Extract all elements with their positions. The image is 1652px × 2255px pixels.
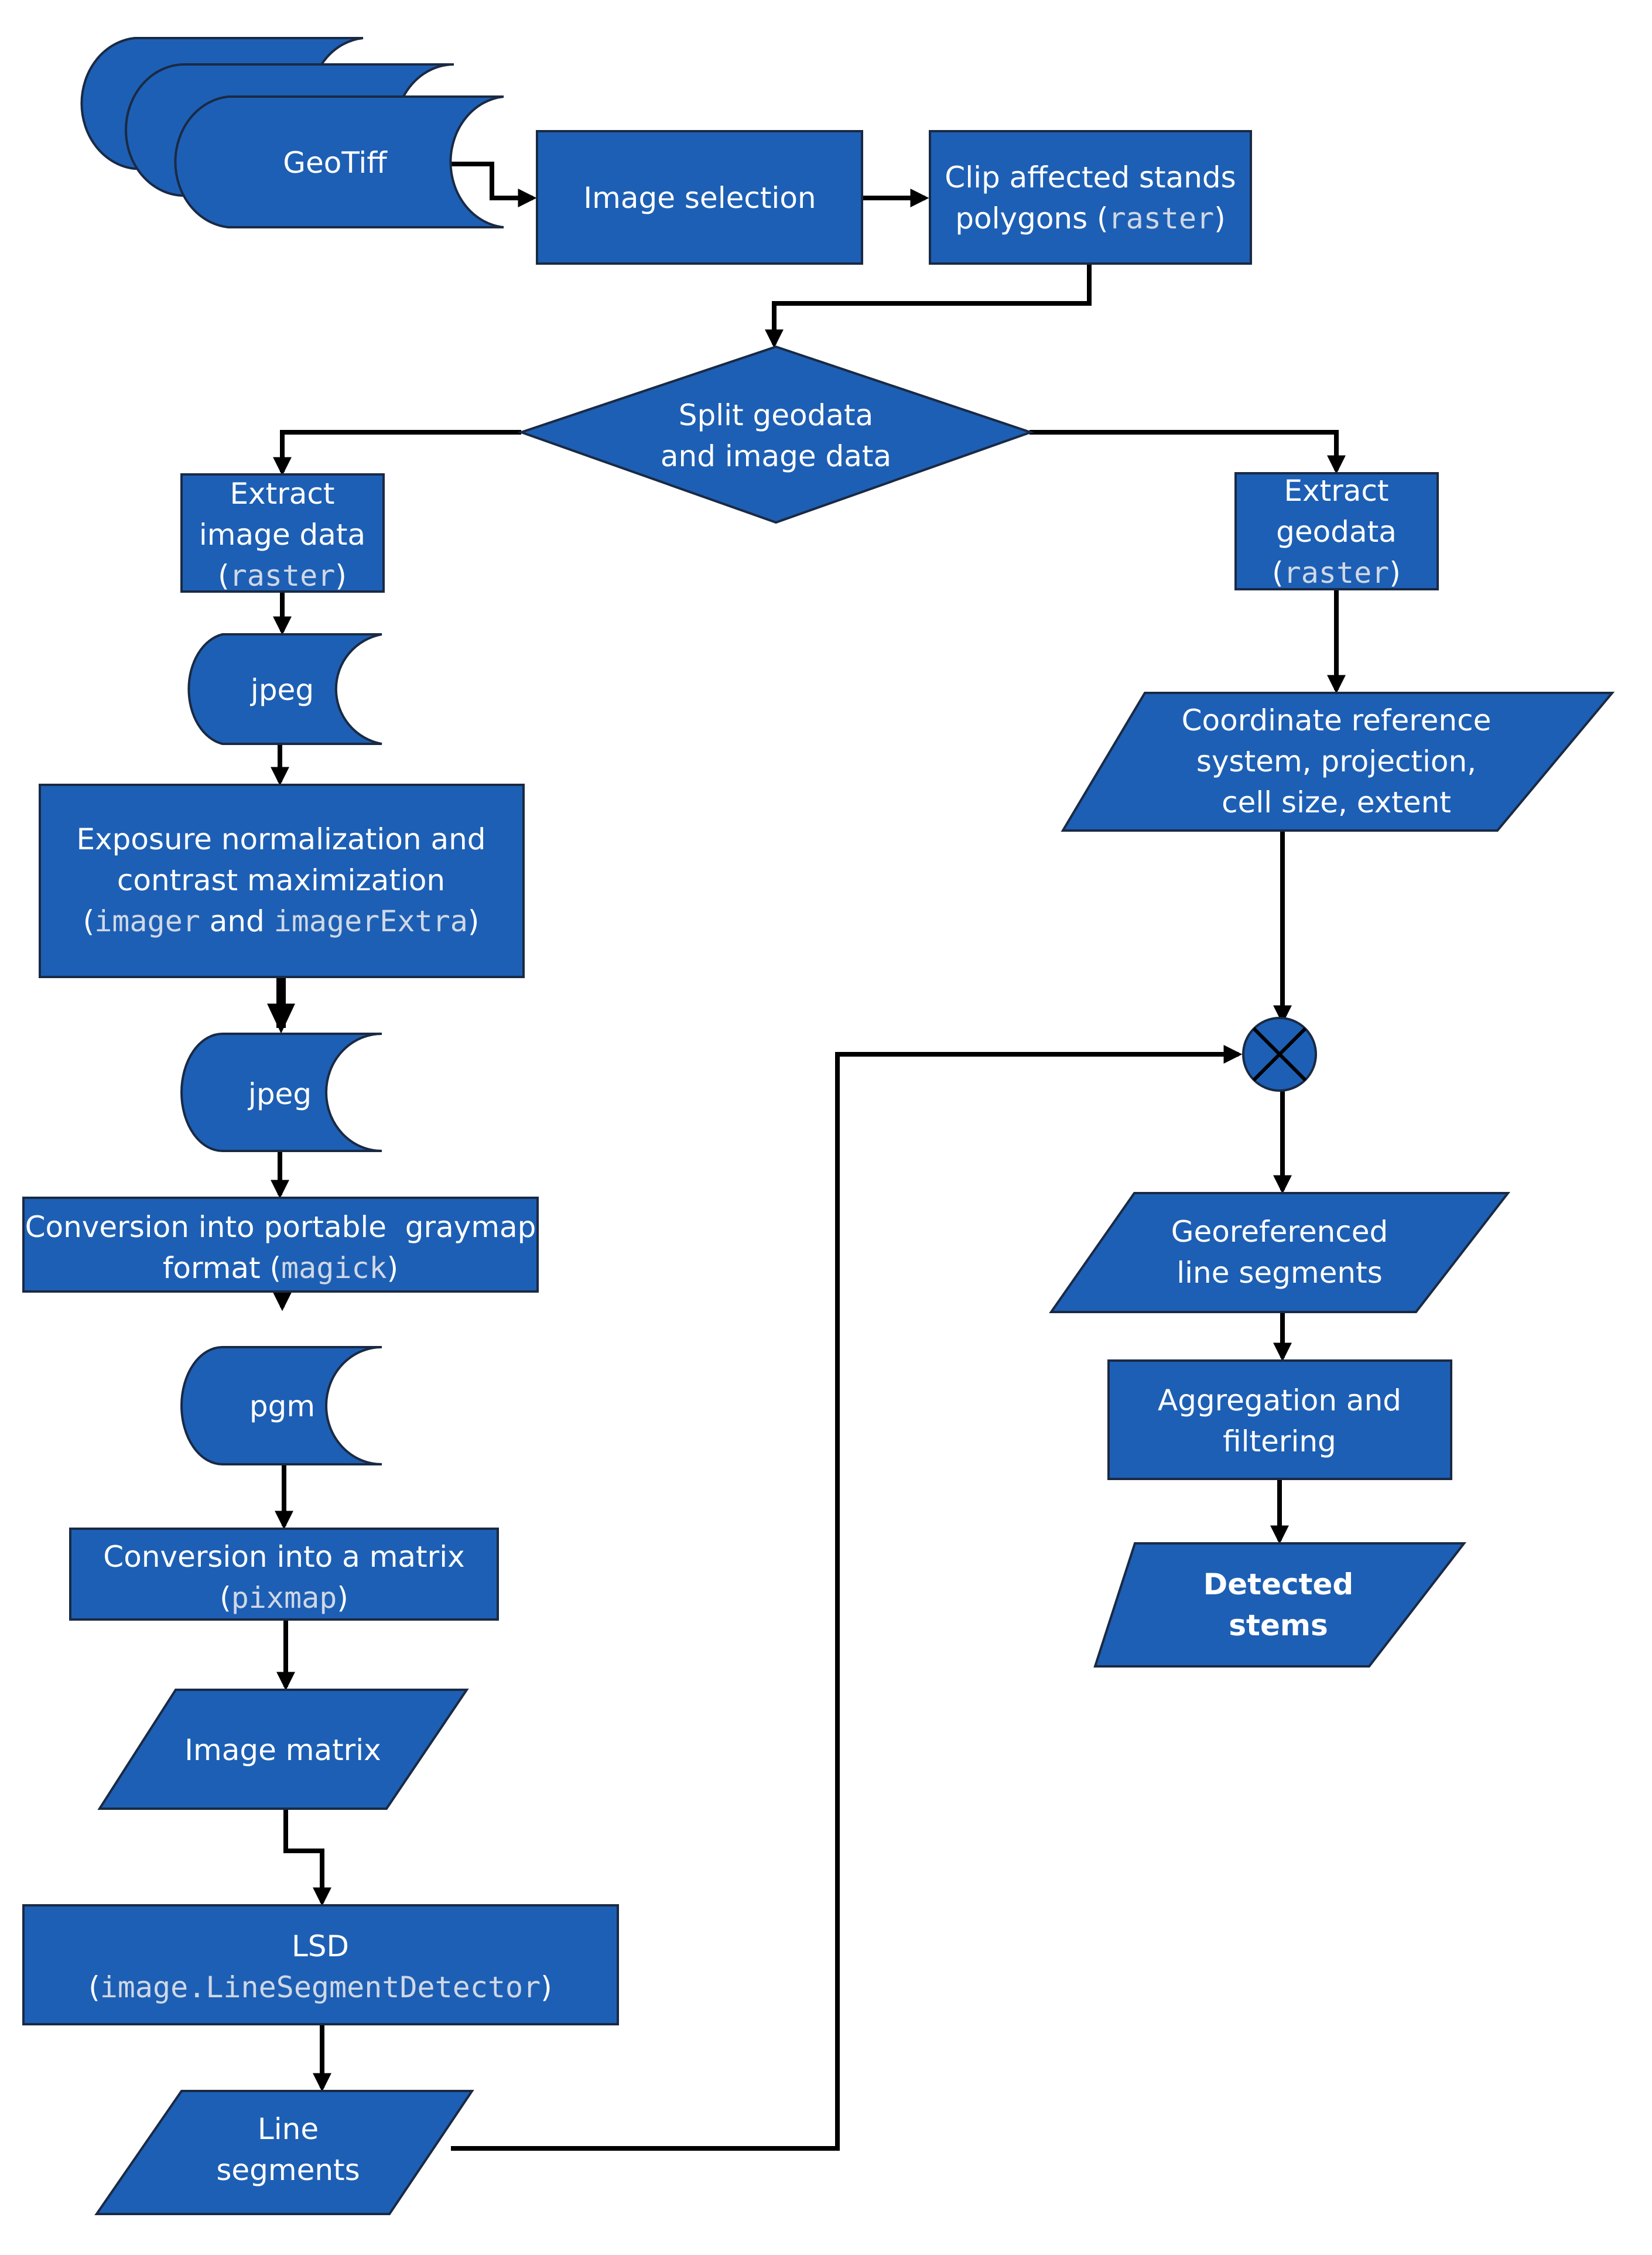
extract-image-line3: (raster) — [218, 559, 347, 593]
lsd-line1: LSD — [292, 1929, 349, 1963]
aggregation-line1: Aggregation and — [1158, 1383, 1401, 1417]
pgm-conversion-shape — [22, 1197, 539, 1293]
pgm-conversion-line1: Conversion into portable graymap — [25, 1210, 536, 1244]
pgm-node[interactable]: pgm — [180, 1346, 382, 1465]
line-segments-shape — [94, 2090, 474, 2215]
clip-line2: polygons (raster) — [955, 201, 1225, 235]
extract-geo-shape — [1234, 472, 1439, 590]
split-shape — [517, 345, 1035, 524]
exposure-shape — [39, 784, 525, 978]
lsd-shape — [22, 1904, 619, 2025]
aggregation-line2: filtering — [1223, 1424, 1336, 1458]
extract-geo-node[interactable]: Extract geodata (raster) — [1234, 472, 1439, 590]
clip-node[interactable]: Clip affected stands polygons (raster) — [929, 130, 1252, 265]
edge-split-to-extract-geo — [1029, 430, 1346, 474]
geotiff-shape-front — [174, 95, 504, 228]
pgm-label: pgm — [249, 1389, 315, 1423]
detected-line2: stems — [1229, 1608, 1328, 1642]
detected-shape — [1093, 1542, 1467, 1668]
extract-geo-line3: (raster) — [1272, 556, 1401, 590]
crs-line2: system, projection, — [1196, 744, 1476, 778]
edge-clip-to-split — [765, 262, 1092, 348]
lsd-line2: (image.LineSegmentDetector) — [88, 1970, 552, 2004]
jpeg1-node[interactable]: jpeg — [187, 633, 382, 745]
jpeg2-node[interactable]: jpeg — [180, 1033, 382, 1152]
split-node[interactable]: Split geodata and image data — [517, 345, 1035, 524]
edge-split-to-extract-image — [273, 430, 521, 476]
clip-shape — [929, 130, 1252, 265]
pgm-conversion-node[interactable]: Conversion into portable graymap format … — [22, 1197, 539, 1293]
image-matrix-label: Image matrix — [184, 1733, 381, 1767]
image-matrix-shape — [97, 1689, 469, 1810]
georef-line2: line segments — [1176, 1256, 1383, 1290]
line-segments-line1: Line — [258, 2112, 319, 2146]
exposure-line3: (imager and imagerExtra) — [83, 904, 480, 938]
matrix-conversion-shape — [69, 1528, 499, 1621]
crs-node[interactable]: Coordinate reference system, projection,… — [1061, 692, 1615, 832]
crs-shape — [1061, 692, 1615, 832]
split-line1: Split geodata — [679, 398, 873, 432]
extract-image-shape — [180, 473, 385, 593]
join-node[interactable] — [1242, 1017, 1317, 1092]
aggregation-shape — [1107, 1359, 1452, 1480]
line-segments-line2: segments — [216, 2153, 360, 2187]
georef-shape — [1049, 1192, 1511, 1313]
georef-node[interactable]: Georeferenced line segments — [1049, 1192, 1511, 1313]
geotiff-node[interactable]: GeoTiff — [80, 37, 504, 228]
pgm-shape — [180, 1346, 382, 1465]
edges — [267, 162, 1346, 2151]
matrix-conversion-line2: (pixmap) — [220, 1581, 348, 1615]
edge-geotiff-to-selection — [451, 162, 537, 207]
exposure-line2: contrast maximization — [117, 863, 445, 897]
extract-geo-line2: geodata — [1276, 515, 1397, 549]
jpeg1-shape — [187, 633, 382, 745]
edge-image-matrix-to-lsd — [283, 1807, 331, 1906]
jpeg2-label: jpeg — [248, 1077, 312, 1111]
crs-line3: cell size, extent — [1222, 785, 1451, 819]
lsd-node[interactable]: LSD (image.LineSegmentDetector) — [22, 1904, 619, 2025]
matrix-conversion-node[interactable]: Conversion into a matrix (pixmap) — [69, 1528, 499, 1621]
image-selection-shape — [536, 130, 863, 265]
clip-line1: Clip affected stands — [945, 160, 1236, 194]
georef-line1: Georeferenced — [1171, 1215, 1388, 1249]
pgm-conversion-line2: format (magick) — [163, 1251, 398, 1285]
image-matrix-node[interactable]: Image matrix — [97, 1689, 469, 1810]
exposure-line1: Exposure normalization and — [76, 822, 485, 856]
extract-image-line1: Extract — [230, 477, 334, 511]
geotiff-label: GeoTiff — [283, 146, 388, 180]
extract-image-node[interactable]: Extract image data (raster) — [180, 473, 385, 593]
split-line2: and image data — [661, 439, 891, 473]
edge-line-segments-to-join — [451, 1045, 1243, 2151]
exposure-node[interactable]: Exposure normalization and contrast maxi… — [39, 784, 525, 978]
matrix-conversion-line1: Conversion into a matrix — [103, 1540, 464, 1574]
join-cross-b — [1252, 1027, 1307, 1082]
image-selection-label: Image selection — [583, 181, 816, 215]
detected-node[interactable]: Detected stems — [1093, 1542, 1467, 1668]
detected-line1: Detected — [1203, 1567, 1353, 1601]
aggregation-node[interactable]: Aggregation and filtering — [1107, 1359, 1452, 1480]
jpeg2-shape — [180, 1033, 382, 1152]
crs-line1: Coordinate reference — [1182, 703, 1492, 737]
image-selection-node[interactable]: Image selection — [536, 130, 863, 265]
jpeg1-label: jpeg — [250, 673, 314, 707]
extract-image-line2: image data — [199, 518, 365, 552]
extract-geo-line1: Extract — [1284, 474, 1388, 508]
line-segments-node[interactable]: Line segments — [94, 2090, 474, 2215]
